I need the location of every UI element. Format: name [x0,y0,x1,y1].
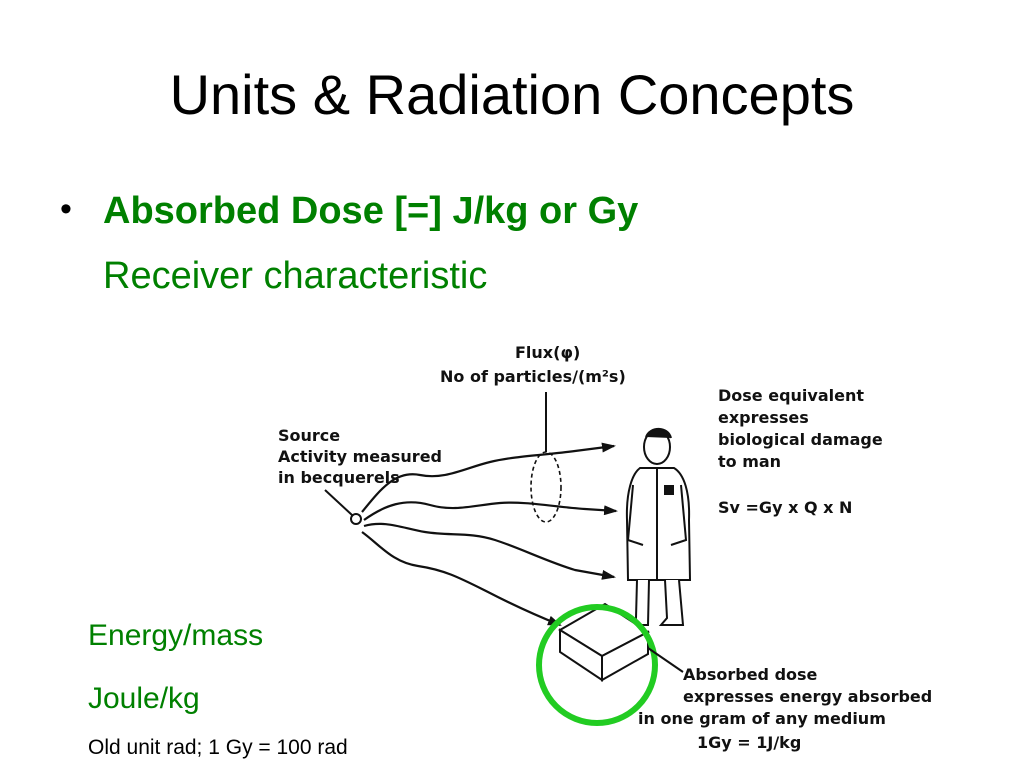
radiation-wave-3 [363,522,616,580]
slide-title: Units & Radiation Concepts [169,63,855,126]
absorbed-line3: in one gram of any medium [638,709,886,728]
energy-mass-note: Energy/mass [88,619,264,652]
flux-label-line1: Flux(φ) [515,343,580,362]
absorbed-pointer-line [647,647,684,673]
radiation-wave-2 [363,501,618,521]
absorbed-line1: Absorbed dose [683,665,818,684]
absorbed-line2: expresses energy absorbed [683,687,932,706]
bullet-symbol: • [60,190,72,228]
man-figure [622,427,692,626]
radiation-wave-1 [361,442,616,513]
bullet-heading: Absorbed Dose [=] J/kg or Gy [103,190,639,232]
flux-ellipse [530,451,562,523]
source-pointer-line [324,489,353,516]
source-label-line1: Source [278,426,340,445]
bullet-subtext: Receiver characteristic [103,255,488,297]
radiation-wave-4 [361,531,562,627]
source-point [350,513,362,525]
dose-equivalent-line3: biological damage [718,430,883,449]
source-label-line3: in becquerels [278,468,400,487]
highlight-circle [536,604,658,726]
dose-equivalent-line1: Dose equivalent [718,386,864,405]
source-label-line2: Activity measured [278,447,442,466]
flux-label-line2: No of particles/(m²s) [440,367,626,386]
joule-kg-note: Joule/kg [88,682,200,715]
dose-equivalent-line2: expresses [718,408,809,427]
dose-equivalent-formula: Sv =Gy x Q x N [718,498,852,517]
old-unit-note: Old unit rad; 1 Gy = 100 rad [88,736,348,759]
dose-equivalent-line4: to man [718,452,781,471]
absorbed-line4: 1Gy = 1J/kg [697,733,801,752]
absorbing-block [558,602,650,682]
